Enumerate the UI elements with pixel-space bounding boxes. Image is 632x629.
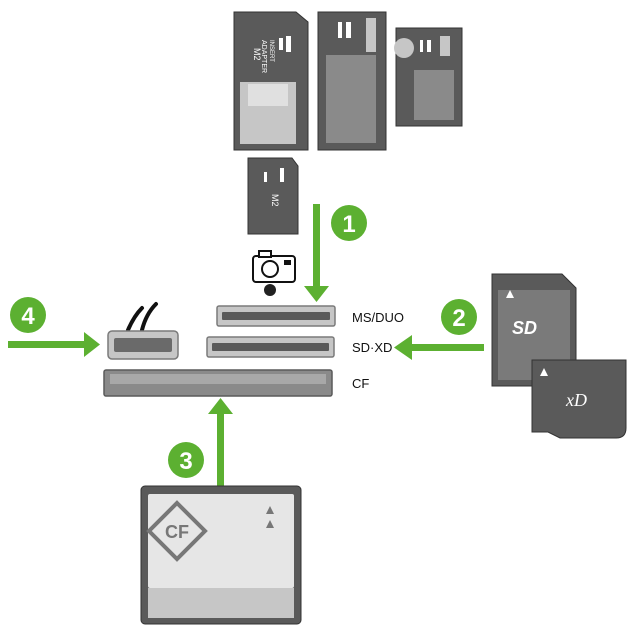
cf-slot-label: CF — [352, 376, 369, 391]
step-1-badge: 1 — [331, 205, 367, 241]
step-1-number: 1 — [342, 211, 355, 238]
m2-card: M2 — [247, 157, 299, 235]
step-2-badge: 2 — [441, 299, 477, 335]
step-2-number: 2 — [452, 305, 465, 332]
sd-xd-slot-label: SD·XD — [352, 340, 392, 355]
xd-logo: xD — [565, 390, 587, 410]
m2-card-label: M2 — [270, 194, 280, 207]
cf-card: CF — [140, 485, 302, 625]
memory-stick-duo-card — [394, 27, 463, 127]
ms-duo-slot[interactable] — [216, 305, 336, 327]
memory-stick-logo-icon — [338, 22, 351, 38]
camera-icon — [252, 250, 296, 283]
step-4-number: 4 — [21, 303, 35, 330]
xd-card: xD — [531, 359, 627, 439]
m2-adapter-title: M2 — [252, 48, 262, 61]
memory-stick-card — [317, 11, 387, 151]
sd-xd-slot[interactable] — [206, 336, 335, 358]
cf-logo: CF — [165, 522, 189, 542]
ms-duo-slot-label: MS/DUO — [352, 310, 404, 325]
step-3-number: 3 — [179, 448, 192, 475]
memory-stick-logo-icon — [279, 36, 291, 52]
m2-adapter-insert: INSERT — [268, 40, 274, 62]
wireless-icon — [126, 302, 158, 332]
indicator-light — [264, 284, 276, 296]
m2-adapter-subtitle: ADAPTER — [260, 40, 267, 73]
memory-stick-logo-icon — [420, 40, 431, 52]
m2-adapter-card: M2 ADAPTER INSERT — [233, 11, 309, 151]
step-3-badge: 3 — [168, 442, 204, 478]
step-2-arrow — [394, 335, 484, 360]
wireless-port[interactable] — [107, 330, 179, 360]
sd-logo: SD — [512, 318, 537, 338]
step-4-badge: 4 — [10, 297, 46, 333]
step-3-arrow — [208, 398, 233, 486]
step-1-arrow — [304, 204, 329, 302]
sd-card: SD — [491, 273, 577, 387]
step-4-arrow — [8, 332, 100, 357]
cf-slot[interactable] — [103, 369, 333, 397]
